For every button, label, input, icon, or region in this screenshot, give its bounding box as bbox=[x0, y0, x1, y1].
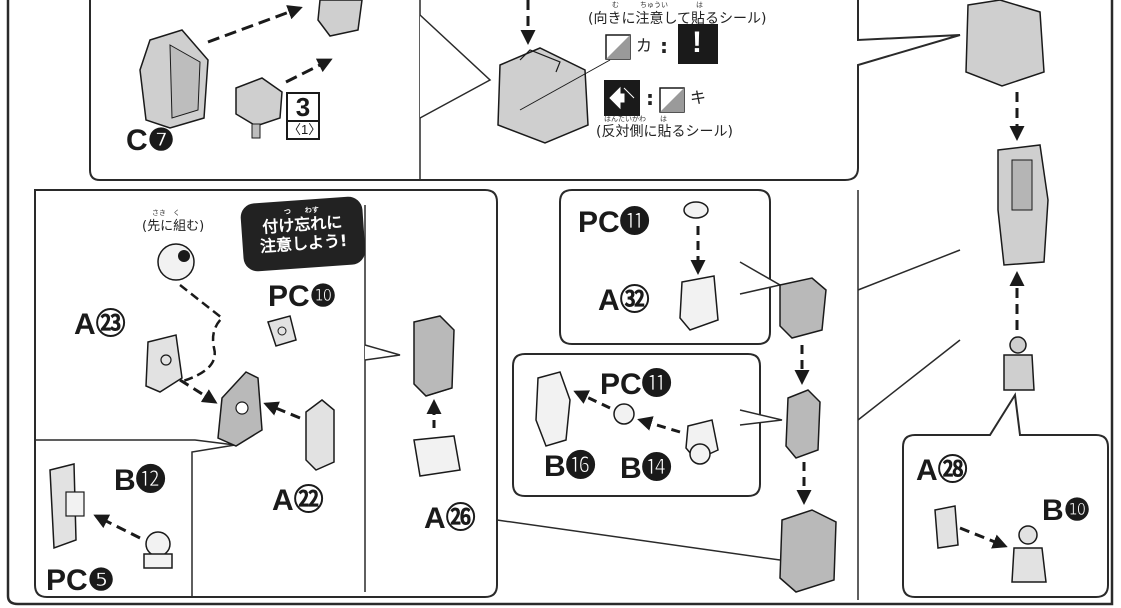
part-b10 bbox=[1011, 525, 1047, 583]
arrow-c7-to-partial bbox=[207, 5, 303, 44]
colon-2: : bbox=[646, 86, 654, 110]
part-a23 bbox=[145, 334, 183, 393]
part-pc11-mid bbox=[613, 403, 635, 425]
label-a32: A㉜ bbox=[598, 284, 650, 317]
part-ball-joint-right bbox=[1003, 336, 1035, 391]
part-a26 bbox=[413, 435, 461, 477]
label-pc11-top: PC⓫ bbox=[578, 206, 650, 239]
part-elbow-block bbox=[779, 277, 827, 339]
part-torso-right bbox=[997, 144, 1049, 266]
label-b16: B⓰ bbox=[544, 450, 596, 483]
assemble-first-icon bbox=[157, 243, 195, 281]
orient-ruby: む ちゅうい は bbox=[612, 1, 703, 9]
orient-sticker-note: (向きに注意して貼るシール) bbox=[588, 11, 767, 27]
arrow-a23-to-joint bbox=[179, 378, 218, 404]
sticker-leader bbox=[519, 59, 611, 111]
part-b16 bbox=[535, 371, 571, 447]
arrow-a22-to-joint bbox=[263, 401, 301, 420]
opposite-ruby: はんたいがわ は bbox=[604, 115, 667, 123]
assemble-first-leader bbox=[179, 284, 224, 384]
opposite-sticker-note: (反対側に貼るシール) bbox=[596, 124, 733, 140]
arrow-joint-to-partial bbox=[285, 58, 333, 84]
mid-top-panel bbox=[559, 189, 771, 345]
forget-warning-badge: つ わす 付け忘れに 注意しよう! bbox=[239, 195, 367, 273]
right-guide-line-1 bbox=[857, 249, 961, 291]
part-a32 bbox=[679, 275, 719, 331]
sticker-exclaim-box bbox=[678, 24, 718, 64]
part-pc10 bbox=[267, 315, 297, 347]
part-upper-arm bbox=[413, 315, 455, 397]
assemble-first-ruby: さき く bbox=[152, 209, 180, 217]
step-sub: 〈1〉 bbox=[286, 122, 321, 140]
label-b14: B⓮ bbox=[620, 452, 672, 485]
sticker-ka-label: カ bbox=[636, 36, 653, 55]
part-a28 bbox=[934, 505, 959, 549]
part-b12 bbox=[49, 463, 85, 550]
page-frame bbox=[6, 0, 1114, 606]
arrow-b14-to-pc11 bbox=[637, 416, 681, 434]
mid-bottom-callout-tail bbox=[739, 409, 783, 426]
part-pc5 bbox=[143, 531, 173, 569]
colon-1: : bbox=[660, 34, 668, 58]
label-a22: A㉒ bbox=[272, 484, 324, 517]
part-a22 bbox=[305, 399, 335, 471]
left-callout-tail-bottom bbox=[496, 519, 781, 561]
part-c7-armor bbox=[139, 29, 209, 129]
left-callout-tail-top bbox=[364, 344, 401, 361]
part-top-left-partial bbox=[317, 0, 363, 37]
sticker-ki-label: キ bbox=[690, 88, 707, 107]
arrow-pc5-to-b12 bbox=[93, 514, 141, 540]
label-b12: B⓬ bbox=[114, 464, 166, 497]
part-shoulder-joint bbox=[217, 371, 263, 447]
arrow-pc11-to-b16 bbox=[573, 390, 611, 410]
left-assembly-panel bbox=[34, 189, 498, 598]
label-a28: A㉘ bbox=[916, 454, 968, 487]
label-b10: B❿ bbox=[1042, 494, 1091, 527]
label-pc11-mid: PC⓫ bbox=[600, 368, 672, 401]
part-forearm bbox=[779, 509, 837, 593]
label-c7: C❼ bbox=[126, 124, 175, 157]
double-arrow-icon bbox=[609, 86, 635, 110]
part-pc11-top bbox=[683, 201, 709, 219]
label-a26: A㉖ bbox=[424, 502, 476, 535]
label-a23: A㉓ bbox=[74, 308, 126, 341]
label-pc10: PC❿ bbox=[268, 280, 337, 313]
step-reference: 3 〈1〉 bbox=[286, 92, 321, 140]
right-guide-line-2 bbox=[857, 339, 961, 421]
right-bottom-panel bbox=[902, 392, 1109, 598]
part-head-right bbox=[965, 0, 1045, 87]
part-b14 bbox=[685, 419, 719, 465]
part-forearm-joint bbox=[785, 389, 821, 459]
label-pc5: PC❺ bbox=[46, 564, 115, 597]
arrow-a28-to-b10 bbox=[959, 526, 1008, 549]
top-callout-tail bbox=[419, 14, 492, 119]
step-number: 3 bbox=[286, 92, 320, 122]
assemble-first-note: (先に組む) bbox=[142, 219, 205, 234]
exclaim-mark: ! bbox=[692, 26, 702, 59]
part-joint-block bbox=[235, 77, 283, 139]
part-shoulder-top bbox=[497, 47, 589, 144]
